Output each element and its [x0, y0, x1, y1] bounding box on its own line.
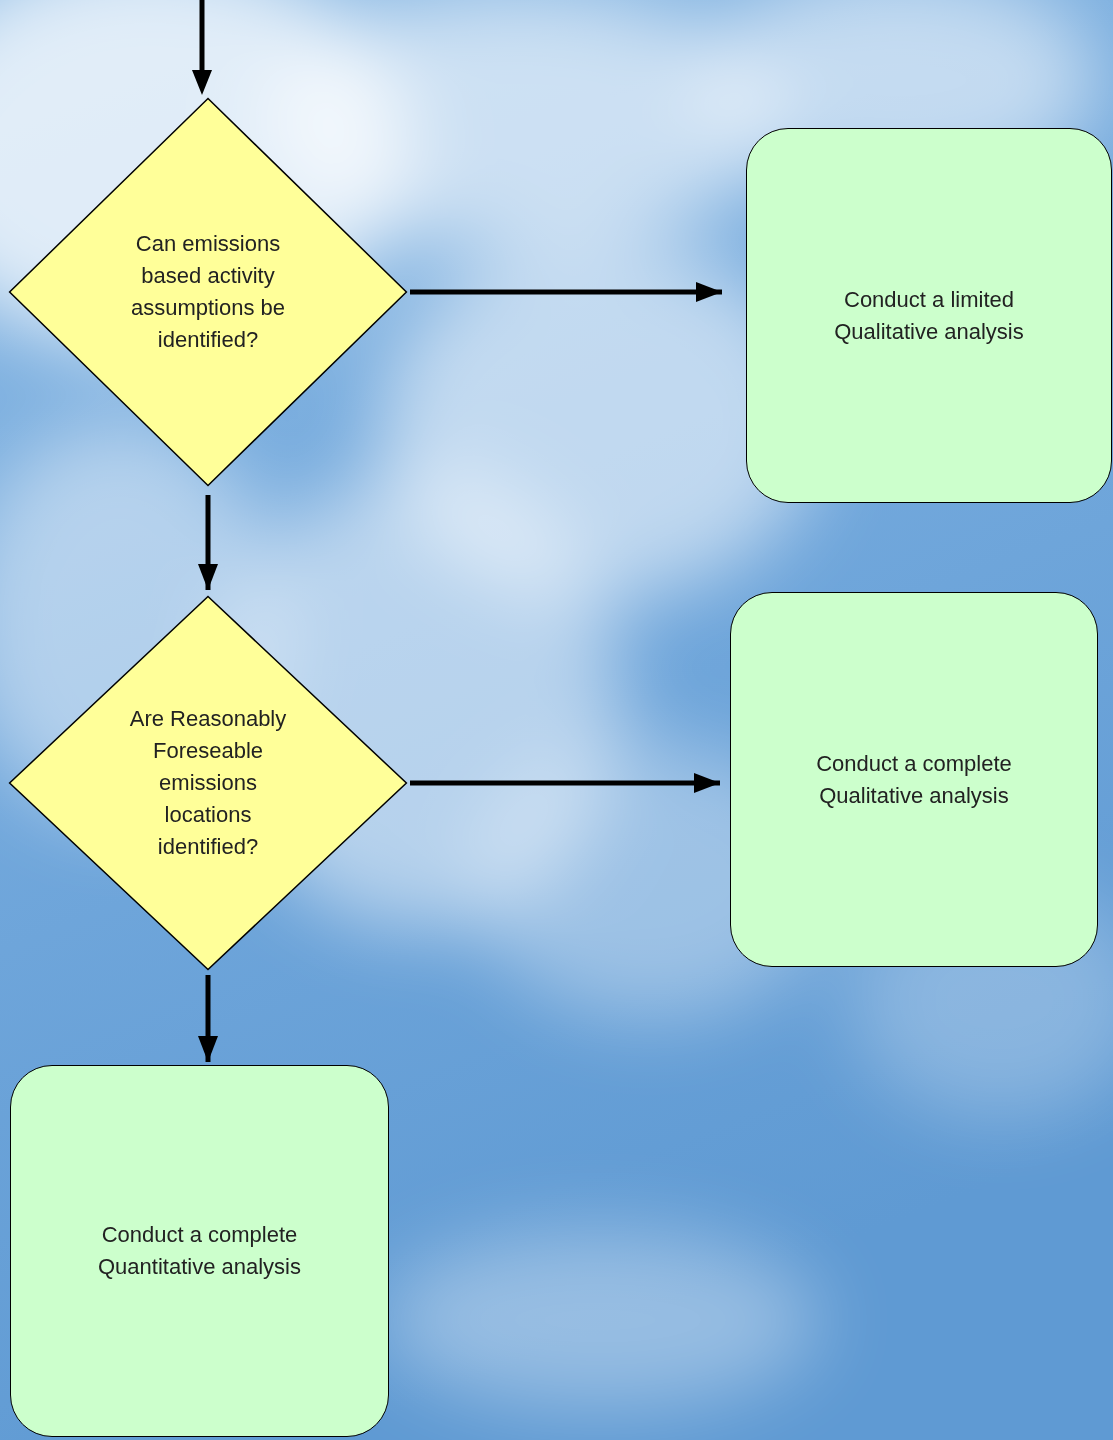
flow-arrow: [206, 975, 211, 1062]
incoming-arrow: [192, 0, 212, 95]
node-label: Conduct a limited Qualitative analysis: [819, 284, 1039, 348]
process-box: Conduct a complete Qualitative analysis: [730, 592, 1098, 967]
process-box: Conduct a complete Quantitative analysis: [10, 1065, 389, 1437]
decision-diamond: Can emissions based activity assumptions…: [8, 97, 408, 487]
decision-diamond: Are Reasonably Foreseable emissions loca…: [8, 595, 408, 971]
node-label: Conduct a complete Quantitative analysis: [90, 1219, 310, 1283]
node-label: Are Reasonably Foreseable emissions loca…: [118, 703, 298, 863]
flow-arrow: [206, 495, 211, 590]
process-box: Conduct a limited Qualitative analysis: [746, 128, 1112, 503]
node-label: Conduct a complete Qualitative analysis: [804, 748, 1024, 812]
node-label: Can emissions based activity assumptions…: [118, 228, 298, 356]
diamond-outline: [8, 97, 408, 487]
flow-arrow: [410, 290, 722, 295]
flow-arrow: [410, 781, 720, 786]
